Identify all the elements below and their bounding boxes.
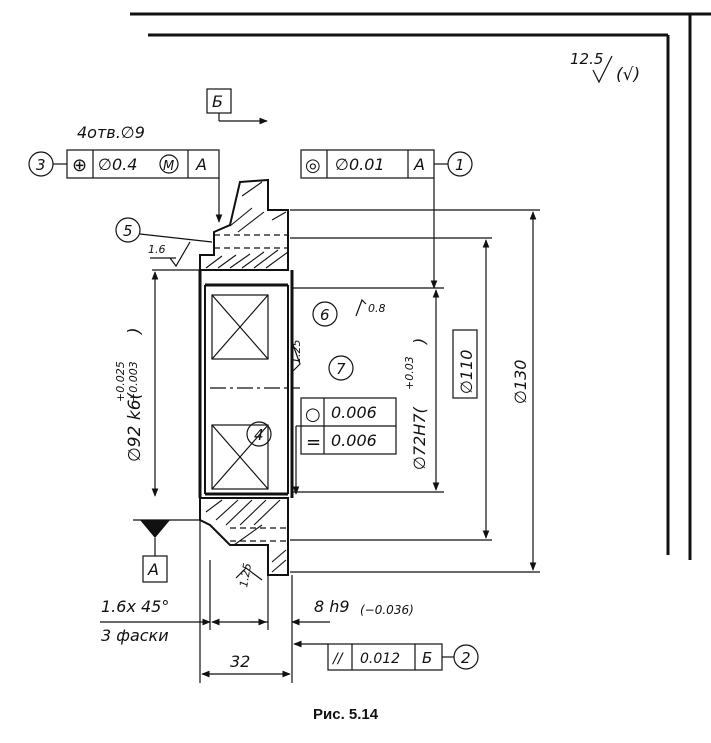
- callout-1-circle: [447, 151, 473, 177]
- extension-lines: [290, 209, 540, 573]
- dim-110-label: ∅110: [457, 350, 476, 394]
- dim-92-close: ): [125, 327, 145, 336]
- dim-72-upper: +0.03: [403, 356, 416, 390]
- dim-130-label: ∅130: [511, 360, 530, 404]
- circularity-value: 0.006: [331, 403, 377, 422]
- dim-32-label: 32: [230, 652, 250, 671]
- concentricity-symbol-icon: ◎: [305, 155, 321, 176]
- sheet-frame: [130, 12, 711, 560]
- section-label: Б: [212, 92, 223, 111]
- dim-8-label: 8 h9: [314, 597, 350, 616]
- roughness-1-6: 1.6: [148, 243, 166, 256]
- dim-110: ∅110: [452, 239, 490, 539]
- bottom-dims: 1.6x 45° 3 фаски 8 h9 (−0.036) 32: [100, 498, 414, 683]
- callout-4: 4: [254, 426, 264, 444]
- overall-roughness-value: 12.5: [570, 50, 603, 68]
- part-section: [198, 178, 300, 576]
- dim-72-base: ∅72H7(: [410, 406, 429, 470]
- dim-72: ∅72H7( +0.03 ): [403, 289, 440, 491]
- position-symbol-icon: ⊕: [72, 155, 87, 176]
- overall-roughness-paren: (√): [616, 65, 640, 85]
- position-tolerance-value: ∅0.4: [98, 155, 137, 174]
- callout-2: 2: [461, 649, 471, 667]
- roughness-0-8: 0.8: [368, 302, 386, 315]
- section-label-group: Б: [206, 88, 268, 125]
- dim-92-lower: +0.003: [127, 361, 140, 402]
- concentricity-tolerance-frame: ◎ ∅0.01 A 1: [300, 149, 473, 289]
- chamfer-note: 3 фаски: [101, 626, 169, 645]
- mmc-modifier-circle: [159, 154, 179, 174]
- datum-a-label: A: [147, 560, 159, 579]
- parallelism-datum: Б: [422, 649, 432, 667]
- parallelism-symbol-icon: //: [331, 651, 344, 667]
- callout-6: 6: [320, 306, 330, 324]
- dim-92-base: ∅92 k6(: [125, 391, 145, 462]
- position-tolerance-frame: 3 ⊕ ∅0.4 M A: [28, 149, 223, 223]
- symmetry-value: 0.006: [331, 431, 377, 450]
- local-roughness: 1.6 0.8 1.25 1.25: [148, 241, 386, 588]
- roughness-1-25-outer: 1.25: [237, 562, 254, 588]
- dim-8-tol: (−0.036): [360, 603, 414, 617]
- figure-caption: Рис. 5.14: [313, 706, 379, 723]
- concentricity-datum: A: [413, 155, 425, 174]
- dim-92-upper: +0.025: [114, 361, 127, 402]
- holes-note: 4отв.∅9: [77, 123, 145, 142]
- circularity-symbol-icon: ○: [305, 404, 321, 425]
- dim-130: ∅130: [511, 211, 537, 571]
- callout-7: 7: [336, 360, 346, 378]
- callouts: 5 4 6 7: [115, 217, 354, 447]
- position-datum: A: [195, 155, 207, 174]
- dim-72-close: ): [410, 338, 429, 345]
- parallelism-value: 0.012: [360, 651, 400, 667]
- callout-3: 3: [36, 156, 46, 174]
- concentricity-value: ∅0.01: [335, 155, 385, 174]
- mmc-modifier: M: [163, 159, 174, 174]
- callout-5: 5: [123, 222, 133, 240]
- bearing-lower: [211, 424, 269, 490]
- overall-roughness: 12.5 (√): [570, 50, 640, 85]
- chamfer-label: 1.6x 45°: [101, 597, 169, 616]
- bearing-upper: [211, 294, 269, 360]
- callout-1: 1: [455, 156, 465, 174]
- datum-a: A: [133, 519, 200, 583]
- symmetry-symbol-icon: =: [306, 432, 321, 453]
- dim-92: ∅92 k6( +0.025 +0.003 ): [114, 269, 200, 497]
- form-tolerance-frames: ○ 0.006 = 0.006: [292, 397, 397, 495]
- parallelism-tolerance-frame: // 0.012 Б 2: [293, 640, 479, 671]
